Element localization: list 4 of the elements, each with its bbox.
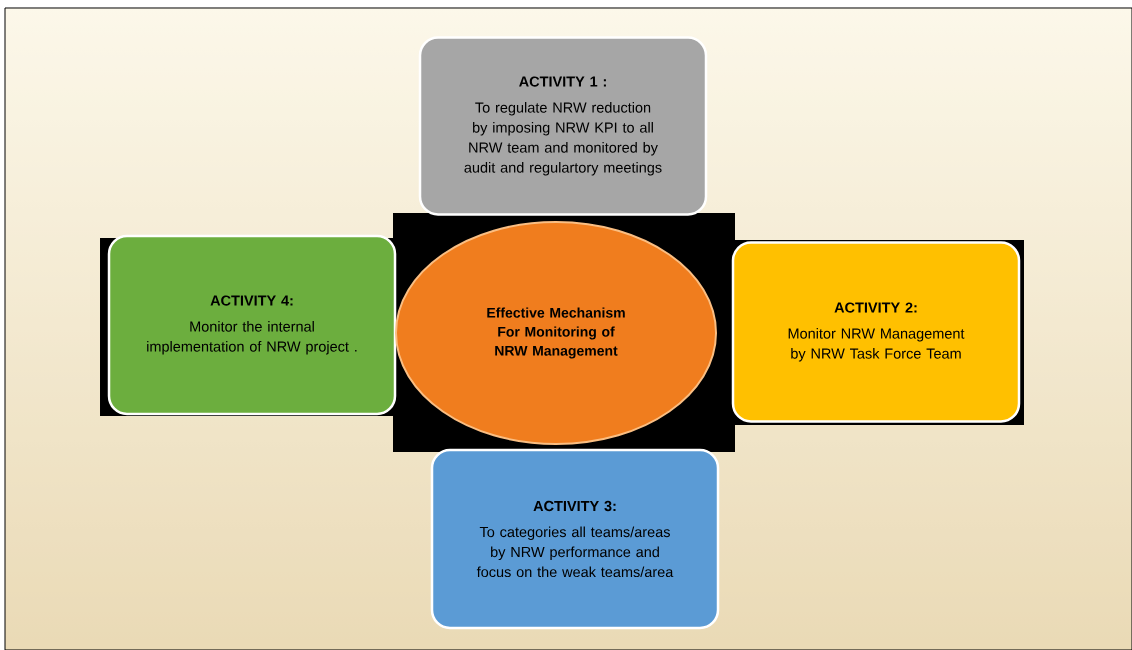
activity-box: ACTIVITY 4: Monitor the internal implementation of NRW project . — [107, 234, 397, 416]
activity-box: ACTIVITY 1 : To regulate NRW reduction by imposing NRW KPI to all NRW team and monitored by audit and regulartory meetings — [418, 36, 708, 216]
activity-box: ACTIVITY 2: Monitor NRW Management by NRW Task Force Team — [731, 241, 1021, 423]
activity-box: ACTIVITY 3: To categories all teams/areas by NRW performance and focus on the weak teams/area — [430, 448, 720, 630]
